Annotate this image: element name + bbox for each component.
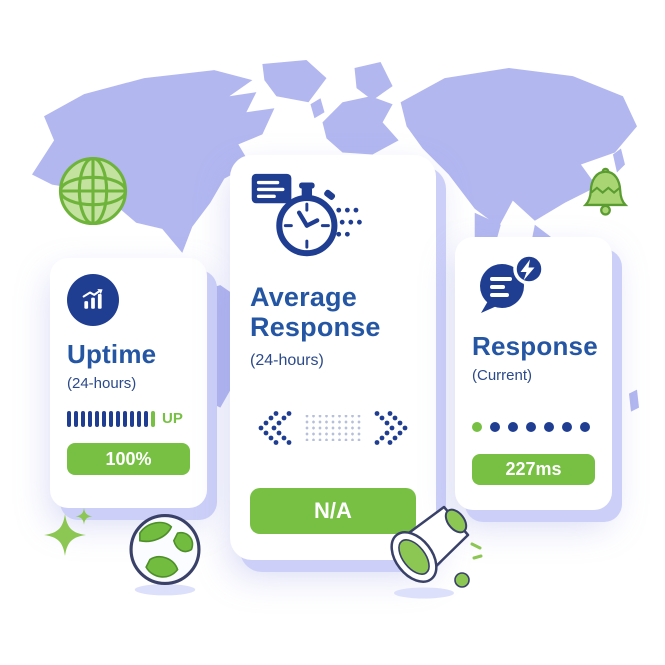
signal-bar bbox=[144, 410, 148, 427]
response-card: Response (Current) 227ms bbox=[455, 237, 612, 510]
megaphone-icon bbox=[390, 505, 483, 599]
response-dot bbox=[580, 422, 590, 433]
response-value-badge: 227ms bbox=[472, 454, 595, 486]
dot-grid bbox=[302, 415, 364, 442]
chevrons-left-icon bbox=[258, 411, 292, 446]
sparkle-icon bbox=[44, 508, 93, 556]
signal-bar bbox=[88, 410, 92, 427]
globe-wireframe-icon bbox=[58, 156, 128, 226]
signal-bar bbox=[102, 410, 106, 427]
signal-bar bbox=[123, 410, 127, 427]
response-subtitle: (Current) bbox=[472, 367, 533, 385]
signal-bar bbox=[74, 410, 78, 427]
uptime-title: Uptime bbox=[67, 339, 157, 369]
signal-bar bbox=[130, 410, 134, 427]
uptime-card: Uptime (24-hours) UP 100% bbox=[50, 258, 207, 508]
uptime-status-label: UP bbox=[162, 410, 183, 428]
signal-bar bbox=[81, 410, 85, 427]
response-dot bbox=[526, 422, 536, 433]
uptime-value-badge: 100% bbox=[67, 443, 190, 476]
bar-chart-icon bbox=[67, 274, 119, 326]
signal-bar bbox=[67, 410, 71, 427]
response-dot bbox=[490, 422, 500, 433]
stopwatch-icon bbox=[250, 172, 364, 262]
signal-bar-green bbox=[151, 410, 155, 427]
bell-icon bbox=[582, 167, 629, 216]
signal-bar bbox=[116, 410, 120, 427]
response-dots bbox=[472, 422, 595, 433]
dotted-chevrons bbox=[250, 410, 416, 446]
average-response-subtitle: (24-hours) bbox=[250, 352, 324, 370]
uptime-subtitle: (24-hours) bbox=[67, 375, 137, 393]
response-dot bbox=[508, 422, 518, 433]
signal-bar bbox=[109, 410, 113, 427]
signal-bar bbox=[95, 410, 99, 427]
average-response-card: Average Response (24-hours) N/A bbox=[230, 155, 436, 560]
response-dot bbox=[544, 422, 554, 433]
uptime-signal-bars: UP bbox=[67, 410, 190, 427]
chat-lightning-icon bbox=[472, 253, 595, 320]
response-dot-green bbox=[472, 422, 482, 433]
signal-bar bbox=[137, 410, 141, 427]
chevrons-right-icon bbox=[374, 411, 408, 446]
response-dot bbox=[562, 422, 572, 433]
earth-globe-icon bbox=[129, 513, 201, 596]
response-title: Response bbox=[472, 331, 598, 361]
average-response-title: Average Response bbox=[250, 282, 381, 343]
average-response-value-badge: N/A bbox=[250, 488, 416, 535]
